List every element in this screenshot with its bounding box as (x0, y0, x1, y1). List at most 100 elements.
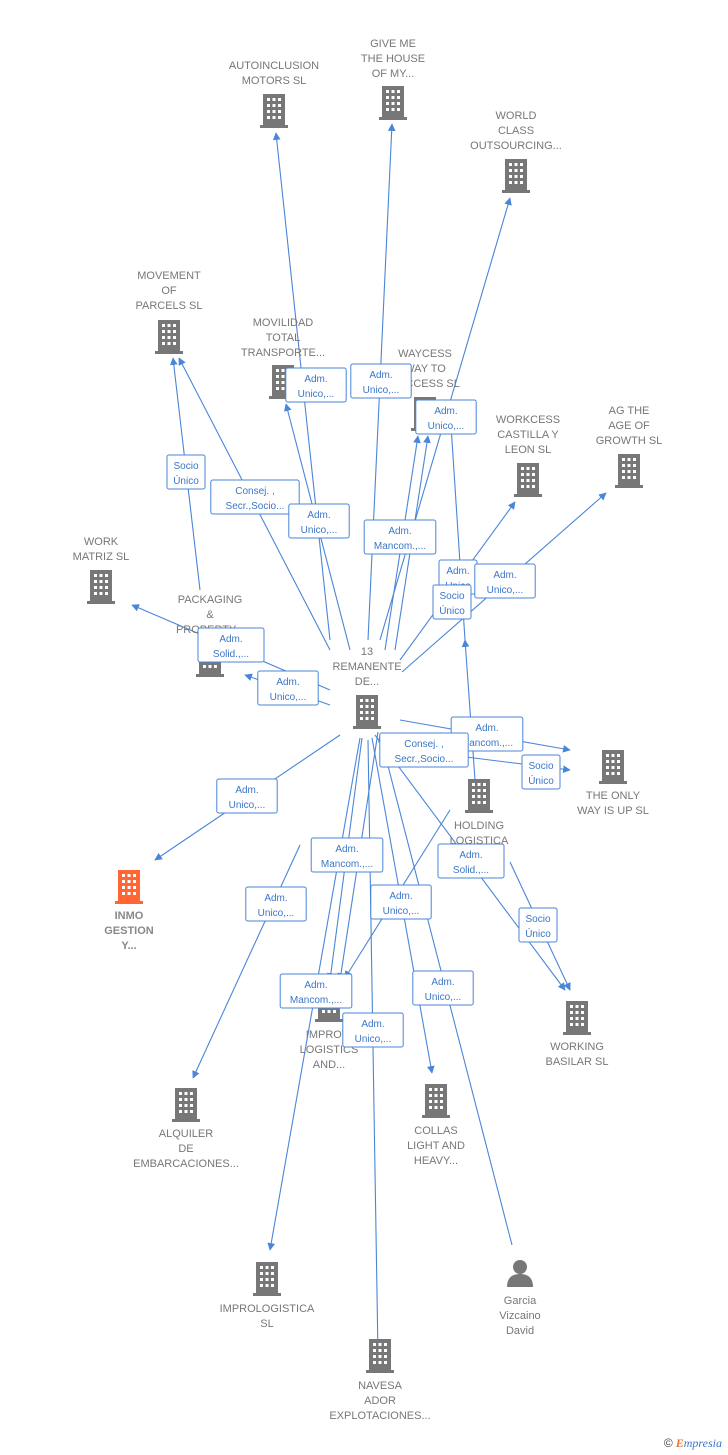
edge-role-label[interactable]: Adm.Unico,... (412, 970, 474, 1006)
edge-label-text: Secr.,Socio... (395, 754, 454, 765)
building-icon (366, 1339, 394, 1373)
node-label-line: WAY IS UP SL (577, 805, 649, 817)
copyright-icon: © (663, 1436, 673, 1450)
edge-labels-layer: Adm. Unico,... Adm. Unico,... Adm. Unico,... S… (166, 363, 561, 1048)
node-label-line: MOVEMENT (137, 270, 201, 282)
edge-role-label[interactable]: Consej. ,Secr.,Socio... (210, 479, 300, 515)
edge-label-text: Unico,... (428, 421, 465, 432)
edge-label-box (210, 479, 300, 515)
edge-role-label[interactable]: Adm.Unico,... (257, 670, 319, 706)
node-label-line: INMO (115, 910, 144, 922)
edge-label-text: Unico,... (363, 385, 400, 396)
building-icon (502, 159, 530, 193)
node-label-line: MATRIZ SL (73, 551, 130, 563)
node-label-line: AG THE (609, 405, 650, 417)
node-inmo[interactable]: INMOGESTIONY... (104, 870, 154, 952)
edge-role-label[interactable]: Adm.Unico,... (342, 1012, 404, 1048)
edge-label-box (197, 627, 265, 663)
edge-role-label[interactable]: Adm.Unico,... (216, 778, 278, 814)
edge-label-text: Único (439, 604, 465, 617)
node-label-line: PARCELS SL (135, 300, 202, 312)
edge-label-text: Unico,... (258, 908, 295, 919)
node-label-line: WORKCESS (496, 414, 560, 426)
edge-label-text: Socio (525, 914, 550, 925)
node-label-line: Garcia (504, 1295, 537, 1307)
edge-label-box (432, 584, 472, 620)
edge-label-box (474, 563, 536, 599)
node-label-line: WAY TO (404, 363, 446, 375)
edge-role-label[interactable]: Adm.Unico,... (285, 367, 347, 403)
person-icon (507, 1260, 533, 1287)
building-icon (465, 779, 493, 813)
node-label-line: AND... (313, 1059, 345, 1071)
edge-label-box (245, 886, 307, 922)
node-movement[interactable]: MOVEMENT OF PARCELS SL (135, 270, 203, 354)
edge-label-text: Unico,... (229, 800, 266, 811)
brand-name: mpresia (683, 1436, 722, 1450)
brand-initial: E (675, 1436, 684, 1450)
node-label-line: AGE OF (608, 420, 650, 432)
edge-role-label[interactable]: Adm. Unico,... (415, 399, 477, 435)
edge-arrow (461, 639, 476, 781)
node-world-class[interactable]: WORLDCLASSOUTSOURCING... (470, 110, 562, 193)
node-alquiler[interactable]: ALQUILERDEEMBARCACIONES... (133, 1088, 239, 1170)
node-label-line: OF (161, 285, 177, 297)
edge-label-box (342, 1012, 404, 1048)
edge-role-label[interactable]: Adm.Unico,... (245, 886, 307, 922)
edge-label-text: Adm. (219, 634, 242, 645)
building-icon (253, 1262, 281, 1296)
edge-label-text: Adm. (434, 406, 457, 417)
node-label-line: GIVE ME (370, 38, 416, 50)
node-label-line: ALQUILER (159, 1128, 213, 1140)
edge-role-label[interactable]: Adm.Mancom.,... (450, 716, 524, 752)
node-label-line: ADOR (364, 1395, 396, 1407)
edge-role-label[interactable]: Adm.Unico,... (474, 563, 536, 599)
node-label-line: & (206, 609, 214, 621)
building-icon (87, 570, 115, 604)
node-remanente[interactable]: 13REMANENTEDE... (332, 646, 402, 729)
edge-role-label[interactable]: Adm.Mancom.,... (310, 837, 384, 873)
edge-role-label[interactable]: Adm.Unico,... (370, 884, 432, 920)
node-label-line: David (506, 1325, 534, 1337)
edge-label-text: Mancom.,... (374, 541, 426, 552)
node-label-line: WORLD (496, 110, 537, 122)
edge-role-label[interactable]: Adm.Unico,... (350, 363, 412, 399)
node-label-line: MOTORS SL (242, 75, 307, 87)
edge-label-box (379, 732, 469, 768)
edge-label-text: Adm. (475, 723, 498, 734)
node-movilidad[interactable]: MOVILIDADTOTALTRANSPORTE... (241, 317, 325, 399)
edge-label-box (521, 754, 561, 790)
edge-label-box (350, 363, 412, 399)
edge-role-label[interactable]: Adm.Unico,... (288, 503, 350, 539)
edge-role-label[interactable]: Adm.Mancom.,... (363, 519, 437, 555)
edge-label-box (216, 778, 278, 814)
node-label-line: TRANSPORTE... (241, 347, 325, 359)
edge-label-text: Adm. (276, 677, 299, 688)
edge-role-label[interactable]: Consej. ,Secr.,Socio... (379, 732, 469, 768)
node-label-line: Y... (121, 940, 136, 952)
edge-label-box (518, 907, 558, 943)
edge-role-label[interactable]: Adm.Mancom.,... (279, 973, 353, 1009)
edge-label-text: Adm. (307, 510, 330, 521)
edge-label-text: Adm. (459, 850, 482, 861)
node-ag-the-age[interactable]: AG THE AGE OF GROWTH SL (596, 405, 663, 488)
node-label-line: GROWTH SL (596, 435, 663, 447)
node-label-line: EMBARCACIONES... (133, 1158, 239, 1170)
edge-role-label[interactable]: Adm.Solid.,... (197, 627, 265, 663)
edge-role-label[interactable]: Adm.Solid.,... (437, 843, 505, 879)
node-navesa[interactable]: NAVESAADOREXPLOTACIONES... (329, 1339, 431, 1422)
